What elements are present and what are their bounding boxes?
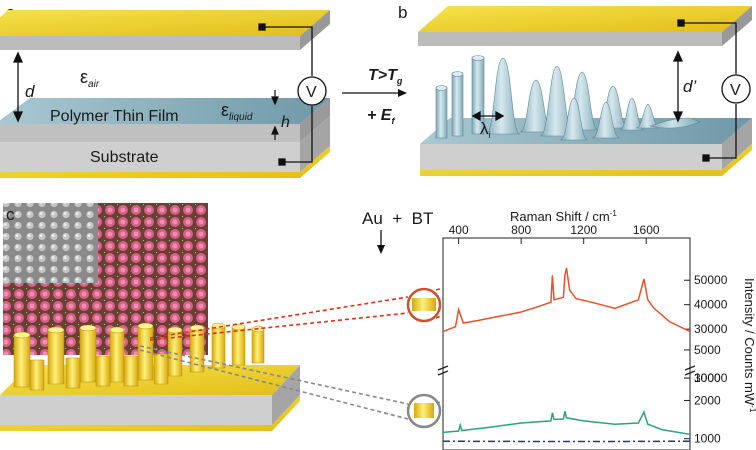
deposition-label: Au + BT	[362, 209, 433, 228]
zoom-circle-top	[406, 287, 442, 323]
svg-text:V: V	[306, 84, 317, 101]
x-ticks: 400 800 1200 1600	[449, 223, 660, 244]
y-axis-label: Intensity / Counts mW-1	[742, 278, 756, 413]
zoom-circle-bottom	[406, 393, 442, 429]
x-tick-label: 1200	[570, 223, 597, 237]
x-tick-label: 400	[449, 223, 469, 237]
polymer-film-label: Polymer Thin Film	[50, 108, 179, 125]
optical-micrograph	[3, 203, 208, 355]
eps-air-label: εair	[80, 67, 100, 90]
y-tick-label: 30000	[694, 322, 728, 336]
panel-c-label: c	[6, 205, 15, 224]
series-line-2	[443, 410, 690, 436]
deposition-arrow	[377, 230, 385, 254]
panel-b-top-electrode	[418, 6, 752, 46]
y-tick-label: 40000	[694, 298, 728, 312]
field-condition: + Ef	[367, 107, 395, 126]
series-line-1	[443, 267, 690, 333]
x-axis-label: Raman Shift / cm-1	[510, 209, 617, 224]
gap-d-prime-label: d’	[683, 77, 696, 96]
panel-b-label: b	[398, 3, 407, 22]
film-h-label: h	[281, 114, 290, 131]
wavelength-label: λi	[480, 119, 491, 140]
x-tick-label: 800	[511, 223, 531, 237]
panel-a-substrate	[0, 116, 330, 178]
panel-a-top-electrode	[0, 10, 330, 50]
panel-a-voltmeter: V	[297, 76, 327, 106]
gold-pillars	[13, 322, 265, 391]
gap-d-label: d	[25, 82, 35, 101]
y-tick-label: 50000	[694, 273, 728, 287]
gap-d-arrow	[12, 51, 24, 123]
svg-text:V: V	[730, 82, 741, 99]
panel-a-polymer-film	[0, 98, 330, 142]
sem-inset	[3, 203, 98, 283]
y-tick-label: 5000	[694, 343, 721, 357]
gap-d-prime-arrow	[672, 50, 684, 123]
axis-break	[437, 365, 696, 376]
panel-a-circuit	[258, 23, 313, 166]
panel-b-circuit	[677, 19, 737, 162]
raman-chart: Raman Shift / cm-1 400 800 1200 1600 50000 4…	[437, 209, 756, 450]
wavelength-arrow	[471, 110, 505, 122]
y-tick-label: 3000	[694, 371, 721, 385]
x-tick-label: 1600	[633, 223, 660, 237]
panel-b-voltmeter: V	[721, 74, 751, 104]
film-h-arrow	[271, 90, 279, 140]
temperature-condition: T>Tg	[368, 67, 403, 86]
series-group	[443, 267, 690, 443]
y-tick-label: 2000	[694, 393, 721, 407]
process-arrow	[342, 89, 407, 97]
eps-liquid-label: εliquid	[221, 100, 253, 123]
polymer-pillars	[435, 55, 701, 141]
substrate-label: Substrate	[90, 149, 159, 166]
y-tick-label: 1000	[694, 432, 721, 446]
y-ticks: 50000 40000 30000 10000 5000 3000 2000 1000	[684, 273, 728, 446]
y-tick-label: 10000	[694, 371, 728, 385]
